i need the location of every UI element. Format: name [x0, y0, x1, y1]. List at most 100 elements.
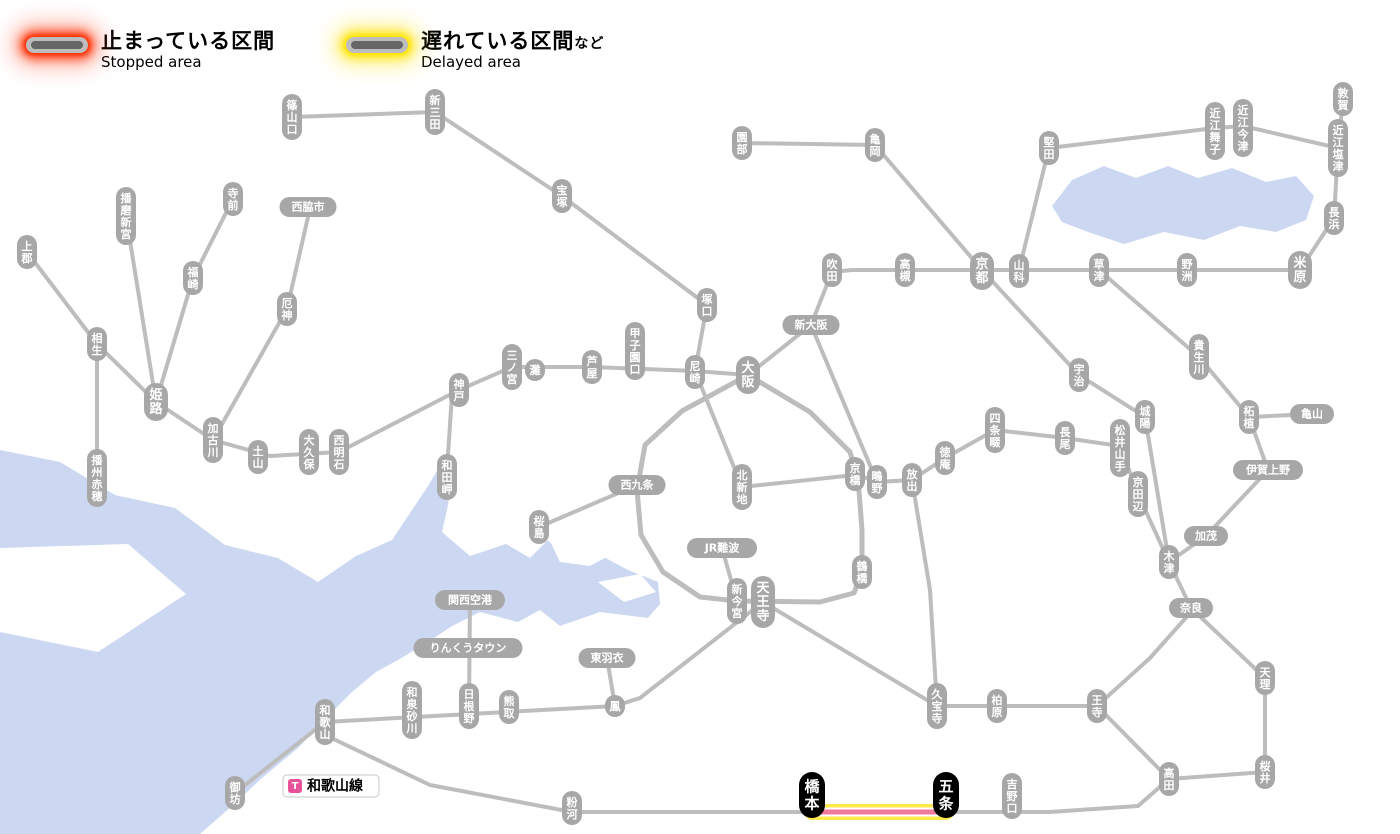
station-label: 伊賀上野: [1245, 463, 1290, 477]
station-pill-shape: [732, 126, 752, 160]
station-pill-shape: [315, 699, 335, 745]
station-pill: 放出: [902, 463, 922, 497]
station-pill: 西明石: [329, 429, 349, 475]
station-pill-shape: [1128, 471, 1148, 517]
station-pill-alert: 橋本: [799, 772, 825, 818]
station-pill: 敦賀: [1333, 82, 1353, 116]
station-pill: 柘植: [1239, 400, 1259, 434]
rail-line-kusatsu: [1097, 268, 1251, 419]
station-label: 和歌山: [320, 703, 332, 741]
land-patch: [552, 536, 616, 566]
station-pill-shape: [1039, 131, 1059, 165]
station-pill: 亀岡: [865, 128, 885, 162]
station-pill-shape: [1233, 460, 1303, 480]
station-pill-shape: [459, 683, 479, 729]
station-pill: 貴生川: [1189, 334, 1209, 380]
station-pill-shape: [578, 648, 636, 668]
station-label: 関西空港: [448, 593, 493, 607]
station-pill: 和泉砂川: [402, 681, 422, 739]
station-label: 山科: [1014, 258, 1025, 284]
station-pill-shape: [1255, 755, 1275, 789]
station-label: 奈良: [1179, 601, 1202, 615]
station-pill: 城陽: [1135, 400, 1155, 434]
station-label: 京都: [974, 256, 988, 286]
station-pill: 高田: [1159, 762, 1179, 796]
station-pill-shape: [499, 690, 519, 724]
rail-line-kakogawa: [211, 215, 310, 442]
station-label: 塚口: [702, 292, 713, 318]
station-label: 近江塩津: [1333, 123, 1344, 173]
station-pill: 三ノ宮: [502, 344, 522, 390]
station-label: 鳳: [610, 700, 621, 713]
station-pill: 新今宮: [727, 578, 747, 624]
station-label: 東羽衣: [591, 651, 625, 665]
station-pill-shape: [203, 417, 223, 463]
station-label: 天理: [1260, 666, 1272, 691]
station-label: 亀山: [1301, 407, 1323, 421]
station-pill: 西脇市: [279, 197, 337, 217]
station-pill: 園部: [732, 126, 752, 160]
station-pill: 王寺: [1087, 689, 1107, 723]
rail-line-wakayama-oji: [1095, 704, 1171, 781]
station-pill-shape: [248, 440, 268, 474]
station-pill-shape: [1324, 201, 1344, 235]
station-pill: 高槻: [895, 253, 915, 287]
rail-line-osaka-higashi-south: [910, 478, 939, 708]
station-label: 桜島: [534, 514, 545, 540]
station-pill-shape: [17, 235, 37, 269]
station-pill-shape: [87, 449, 107, 507]
station-pill: JR難波: [687, 538, 757, 558]
station-label: 播磨新宮: [120, 191, 133, 241]
station-label: 新今宮: [731, 582, 744, 620]
station-pill-shape: [1177, 253, 1197, 287]
station-pill: 土山: [248, 440, 268, 474]
rail-line-bantan: [154, 197, 235, 404]
station-pill-shape: [1288, 251, 1312, 289]
station-pill-shape: [1089, 253, 1109, 287]
station-pill: 京橋: [845, 457, 865, 491]
station-label: 厄神: [282, 296, 293, 322]
station-pill-shape: [1087, 689, 1107, 723]
station-pill: 徳庵: [935, 441, 955, 475]
station-label: JR難波: [704, 541, 741, 555]
station-pill-shape: [867, 465, 887, 499]
station-pill: 日根野: [459, 683, 479, 729]
station-label: 五条: [937, 778, 954, 813]
rail-line-kishin: [124, 214, 158, 404]
station-pill: 甲子園口: [625, 322, 645, 380]
station-pill: 松井山手: [1110, 419, 1130, 477]
station-pill-shape: [183, 261, 203, 295]
station-pill: 堅田: [1039, 131, 1059, 165]
station-pill-shape: [225, 776, 245, 810]
rail-line-nara: [980, 268, 1171, 564]
station-label: 三ノ宮: [507, 349, 518, 386]
station-pill-shape: [1184, 526, 1228, 546]
station-pill: 芦屋: [582, 350, 602, 384]
station-pill-shape: [277, 292, 297, 326]
station-pill: 宇治: [1069, 358, 1089, 392]
station-pill-shape: [582, 350, 602, 384]
station-label: 木津: [1163, 549, 1176, 575]
station-label: 久宝寺: [932, 687, 944, 725]
station-pill-shape: [329, 429, 349, 475]
station-pill-shape: [1159, 762, 1179, 796]
rail-line-kansai-west: [1167, 415, 1270, 564]
station-pill-shape: [502, 344, 522, 390]
station-pill: 桜井: [1255, 755, 1275, 789]
station-label: 尼崎: [690, 360, 701, 385]
station-label: 宇治: [1074, 362, 1085, 388]
station-label: 野洲: [1182, 258, 1193, 283]
rail-line-sagano: [740, 141, 984, 272]
station-pill-shape: [282, 94, 302, 140]
station-label: 甲子園口: [630, 327, 641, 376]
station-pill: 新大阪: [782, 315, 840, 335]
station-pill: 亀山: [1290, 404, 1334, 424]
station-pill: 近江舞子: [1205, 102, 1225, 160]
station-label: 土山: [253, 444, 264, 470]
station-pill: 塚口: [697, 288, 717, 322]
station-pill: 京田辺: [1128, 471, 1148, 517]
station-pill-shape: [435, 590, 505, 610]
station-label: 京橋: [850, 461, 862, 487]
station-label: 北新地: [737, 468, 748, 506]
station-pill-shape: [685, 355, 705, 389]
